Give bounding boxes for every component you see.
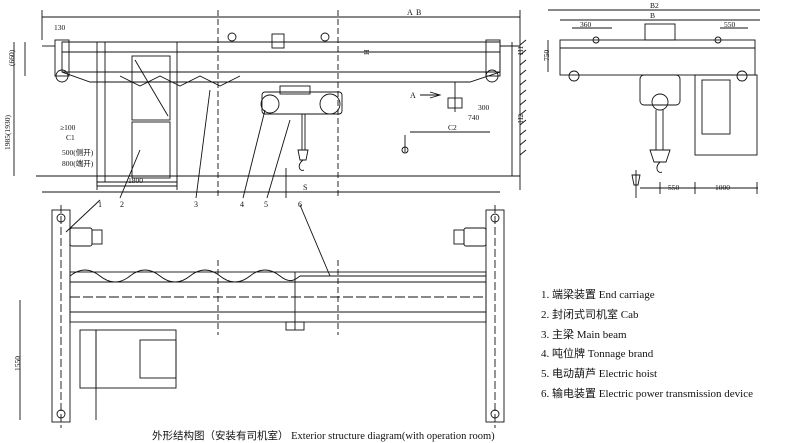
dim-c1: C1 — [66, 133, 75, 142]
dim-550a: 550 — [724, 20, 736, 29]
dim-130: 130 — [54, 23, 66, 32]
dim-h2: H2 — [516, 114, 525, 123]
dim-b2: B2 — [650, 1, 659, 10]
front-elevation: A B — [3, 8, 527, 209]
legend-item: 6. 输电装置 Electric power transmission devi… — [541, 387, 754, 400]
dim-1000: 1000 — [715, 183, 730, 192]
dim-top-a: A — [407, 8, 413, 17]
callout-6: 6 — [298, 200, 302, 209]
legend-item: 4. 吨位牌 Tonnage brand — [541, 348, 654, 361]
legend-item: 5. 电动葫芦 Electric hoist — [541, 368, 658, 381]
dim-h: H — [362, 49, 371, 55]
dim-1985: 1985(1930) — [3, 115, 12, 150]
diagram-caption: 外形结构图（安装有司机室） Exterior structure diagram… — [152, 431, 495, 442]
dim-740: 740 — [468, 113, 480, 122]
dim-1800: 1800 — [128, 176, 143, 185]
callout-1: 1 — [98, 200, 102, 209]
view-a-label: A — [410, 91, 416, 100]
dim-100: ≥100 — [60, 123, 76, 132]
dim-300: 300 — [478, 103, 490, 112]
callout-4: 4 — [240, 200, 244, 209]
dim-800: 800(端开) — [62, 158, 94, 168]
callout-3: 3 — [194, 200, 198, 209]
dim-660: (660) — [7, 49, 16, 66]
dim-b: B — [650, 11, 655, 20]
callout-2: 2 — [120, 200, 124, 209]
dim-550b: 550 — [668, 183, 680, 192]
side-view: B2 B 360 550 750 550 1000 — [542, 1, 760, 198]
dim-750: 750 — [542, 50, 551, 62]
parts-legend: 1. 端梁装置 End carriage 2. 封闭式司机室 Cab 3. 主梁… — [541, 286, 753, 405]
dim-h1: H1 — [516, 46, 525, 55]
callout-5: 5 — [264, 200, 268, 209]
dim-s: S — [303, 183, 307, 192]
dim-c2: C2 — [448, 123, 457, 132]
legend-item: 2. 封闭式司机室 Cab — [541, 308, 639, 321]
dim-500: 500(侧开) — [62, 147, 94, 157]
legend-item: 3. 主梁 Main beam — [541, 328, 627, 341]
legend-item: 1. 端梁装置 End carriage — [541, 289, 655, 301]
plan-view: 1550 1 6 — [13, 199, 505, 428]
dim-360: 360 — [580, 20, 592, 29]
dim-1550: 1550 — [13, 356, 22, 371]
dim-top-b: B — [416, 8, 421, 17]
